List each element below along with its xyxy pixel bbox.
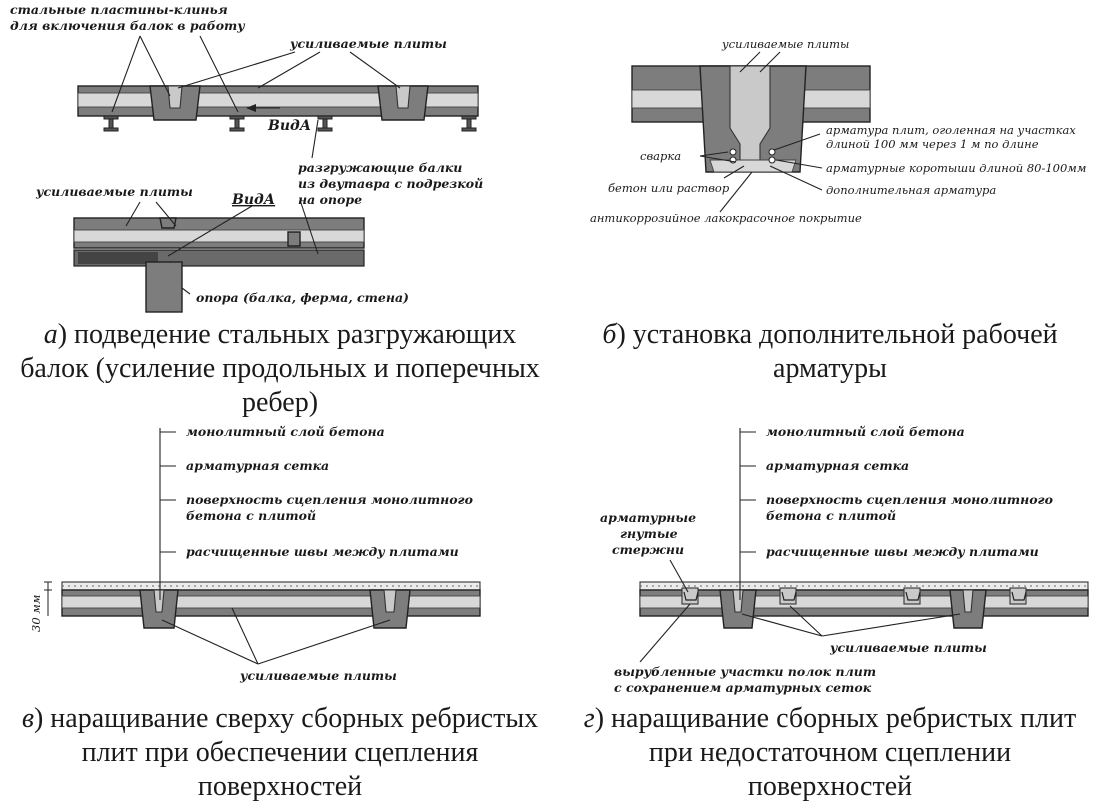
label-slabs-g: усиливаемые плиты [829,640,987,655]
panel-a-section [77,35,479,159]
rib-joint-a1 [167,85,183,109]
label-beams-3: на опоре [298,192,362,207]
label-surface-g1: поверхность сцепления монолитного [766,492,1053,507]
label-mesh-g: арматурная сетка [766,458,909,473]
leader-paint [719,171,753,213]
unloading-beam-dark [78,252,158,264]
caption-v-text: ) наращивание сверху сборных ребристых п… [33,703,539,802]
caption-g-text: ) наращивание сборных ребристых плит при… [594,703,1077,802]
leader-beams-top [311,119,319,159]
label-plates-2: для включения балок в работу [10,18,245,33]
label-view-2: ВидА [231,192,275,208]
label-bent-2: гнутые [620,526,678,541]
support-block [145,261,183,313]
leader-short [775,159,823,169]
label-bent-3: стержни [612,542,684,557]
leader-ticks-g [740,431,756,553]
caption-g-letter: г [583,703,595,734]
rib-joint-a2 [395,85,411,109]
label-slabs-v: усиливаемые плиты [239,668,397,683]
bent-bar-1 [683,591,699,601]
label-cut-1: вырубленные участки полок плит [614,664,876,679]
leader-slabs-elev [125,201,177,227]
leader-support [181,287,191,295]
label-support: опора (балка, ферма, стена) [196,290,409,305]
panel-v-section [44,428,481,665]
caption-g: г) наращивание сборных ребристых плит пр… [570,702,1090,804]
bent-bar-3 [905,591,921,601]
caption-a-text: ) подведение стальных разгружающих балок… [20,319,540,418]
weld-dot-3 [768,148,776,156]
label-mono-g: монолитный слой бетона [766,424,965,439]
leader-rebar-b [773,133,821,151]
seam-g2 [962,589,974,613]
rib-elev-2 [287,231,301,247]
label-surface-v1: поверхность сцепления монолитного [186,492,473,507]
label-view: ВидА [267,118,311,134]
caption-v: в) наращивание сверху сборных ребристых … [20,702,540,804]
label-weld: сварка [640,149,681,163]
bent-bar-4 [1011,591,1027,601]
view-arrow-head [246,104,256,112]
label-concrete: бетон или раствор [608,181,730,195]
weld-dot-1 [729,148,737,156]
label-extra: дополнительная арматура [826,183,996,197]
bent-bar-2 [781,591,797,601]
panel-b-detail [631,51,871,213]
label-beams-2: из двутавра с подрезкой [298,176,483,191]
label-rebar-1: арматура плит, оголенная на участках [826,123,1076,137]
leader-cut [639,603,691,663]
label-seams-v: расчищенные швы между плитами [186,544,459,559]
paint-layer [709,159,797,173]
label-beams-1: разгружающие балки [298,160,462,175]
label-slabs-b: усиливаемые плиты [721,37,849,51]
ibeam-a4 [461,115,477,132]
seam-g1 [732,589,744,613]
label-slabs-a2: усиливаемые плиты [35,184,193,199]
seam-v1 [153,589,165,613]
label-seams-g: расчищенные швы между плитами [766,544,1039,559]
seam-v2 [383,589,397,613]
leader-slabs-b [739,51,781,73]
leader-weld [699,151,737,163]
label-mesh-v: арматурная сетка [186,458,329,473]
label-cut-2: с сохранением арматурных сеток [614,680,872,695]
leader-slabs-a [177,51,401,89]
slab-band-v [61,595,481,609]
label-plates: стальные пластины-клинья [10,2,228,17]
leader-ticks-v [160,431,176,553]
caption-b-letter: б [602,319,617,350]
slab-elev-band [73,229,365,243]
label-paint: антикоррозийное лакокрасочное покрытие [590,211,862,225]
caption-v-letter: в [21,703,34,734]
leader-extra [769,165,823,191]
label-dim-v: 30 мм [29,595,43,632]
label-slabs-a: усиливаемые плиты [289,36,447,51]
label-bent-1: арматурные [600,510,696,525]
caption-b: б) установка дополнительной рабочей арма… [570,318,1090,386]
label-short: арматурные коротыши длиной 80-100мм [826,161,1086,175]
panel-a-elevation [73,199,365,313]
panel-g-section [639,428,1089,663]
leader-plates [111,35,239,113]
label-surface-g2: бетона с плитой [766,508,896,523]
label-mono-v: монолитный слой бетона [186,424,385,439]
ibeam-a1 [103,115,119,132]
leader-slabs-v [161,607,391,665]
leader-concrete [723,165,745,179]
leader-slabs-g [741,605,961,637]
weld-dot-4 [768,156,776,164]
label-surface-v2: бетона с плитой [186,508,316,523]
leader-view-elev [167,205,253,257]
leader-beams-elev [299,199,319,255]
leader-bent [669,559,689,593]
caption-a-letter: а [43,319,58,350]
caption-b-text: ) установка дополнительной рабочей армат… [616,319,1058,384]
ibeam-a3 [317,115,333,132]
caption-a: а) подведение стальных разгружающих бало… [20,318,540,420]
label-rebar-2: длиной 100 мм через 1 м по длине [826,137,1039,151]
ibeam-a2 [229,115,245,132]
